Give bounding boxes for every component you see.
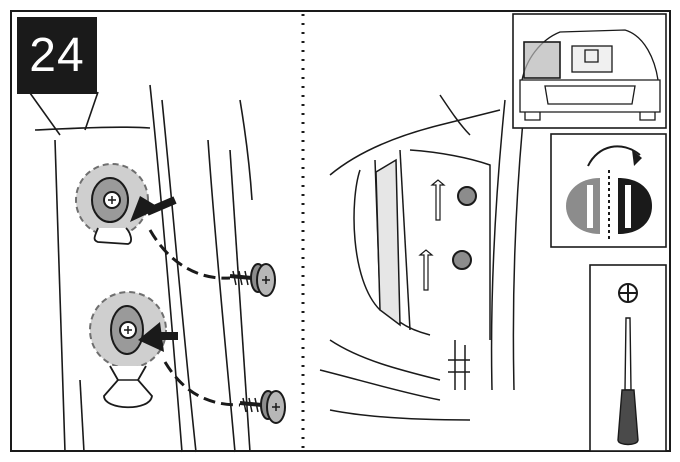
screw-upper [230, 264, 275, 296]
highlight-area [524, 42, 560, 78]
tool-inset [590, 265, 666, 451]
side-latches [420, 180, 476, 290]
step-number-badge: 24 [17, 17, 97, 94]
right-panel [320, 95, 525, 420]
vehicle-inset [513, 14, 666, 128]
step-number: 24 [29, 28, 84, 83]
lower-clip [90, 292, 166, 407]
rotation-inset [551, 134, 666, 247]
pillar-lights [376, 160, 400, 325]
